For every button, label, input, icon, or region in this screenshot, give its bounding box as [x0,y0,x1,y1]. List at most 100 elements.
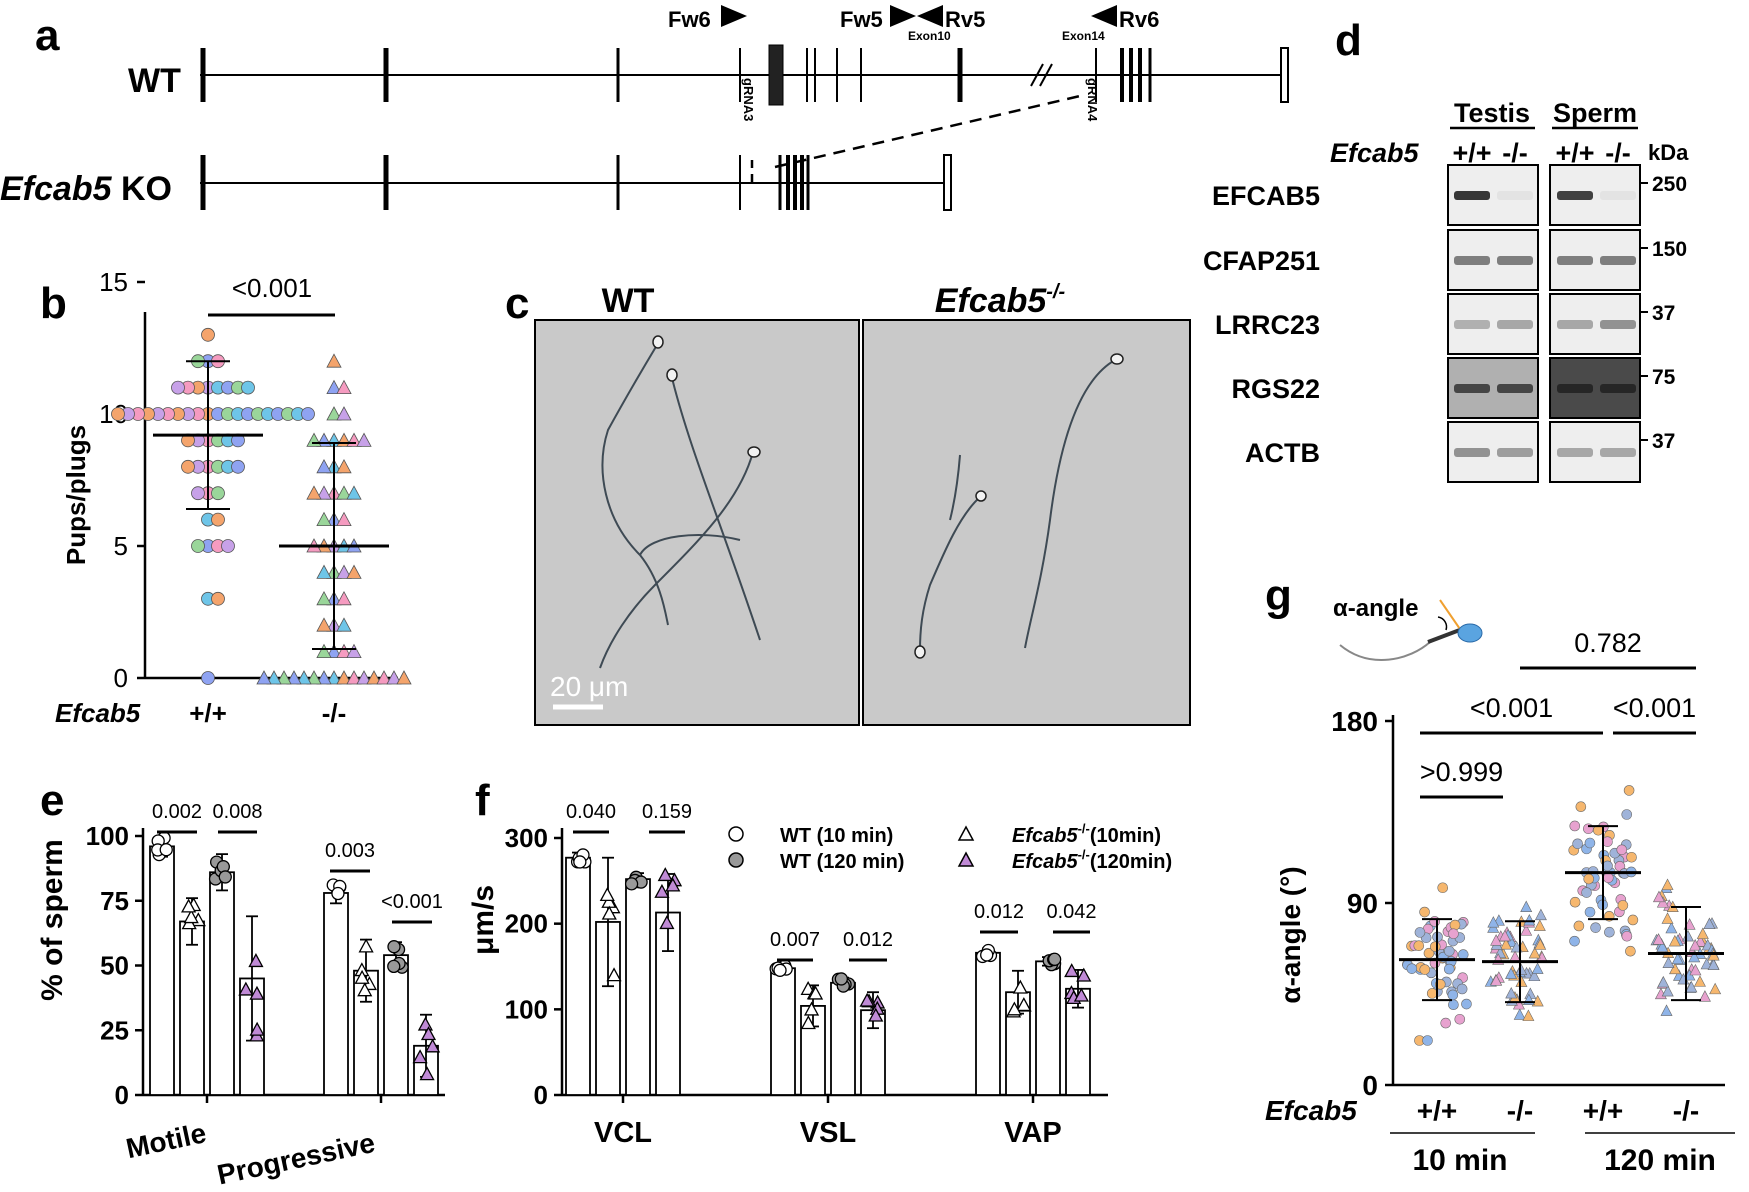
ko-suffix: KO [112,170,172,208]
d-band [1497,448,1533,457]
d-sperm-label: Sperm [1553,98,1637,128]
e-point [218,870,232,884]
panel-b-letter: b [40,279,67,328]
g-y-axis-label: α-angle (°) [1275,866,1306,1003]
d-band [1600,384,1636,393]
ko-exons [200,154,952,211]
d-blot-testis [1447,421,1539,483]
panel-b: b <0.001 051015 Pups/plugs Efcab5 +/+ -/… [40,267,412,728]
b-point [326,406,342,421]
d-band [1600,191,1636,200]
b-point [306,670,322,685]
e-p-value: 0.003 [325,840,375,862]
grna3-label: gRNA3 [741,78,756,121]
d-lane-3: +/+ [1555,138,1594,168]
e-bar [383,954,409,1096]
g-point [1693,975,1706,987]
legend-ko10-marker [957,825,975,841]
b-point [346,485,362,500]
f-category-label: VSL [800,1117,856,1149]
f-p-value: 0.007 [770,929,820,951]
d-marker-label: 37 [1652,302,1675,325]
b-point [336,485,352,500]
b-point [201,327,215,342]
d-band [1557,384,1593,393]
e-point [249,1021,265,1036]
d-band [1497,384,1533,393]
g-point [1531,994,1544,1007]
f-point [624,877,639,891]
e-point [181,898,197,913]
rv5-arrow [917,5,943,27]
g-point [1584,906,1596,918]
g-point [1581,887,1592,898]
b-point [256,670,272,685]
g-point [1572,838,1583,850]
b-point [316,485,332,500]
b-point [386,670,402,685]
d-band [1454,384,1490,393]
e-p-value: 0.008 [212,801,262,823]
d-band [1497,320,1533,329]
b-y-axis-label: Pups/plugs [61,425,91,565]
d-protein-label: CFAP251 [1203,246,1320,276]
f-p-value: 0.012 [843,929,893,951]
g-point [1707,958,1720,970]
c-ko-gene: Efcab5 [935,282,1048,320]
ko-deletion-dash-long [774,94,1081,169]
b-cat-wt: +/+ [189,698,227,728]
panel-d-letter: d [1335,16,1362,65]
g-point [1656,940,1669,952]
g-point [1681,929,1694,942]
g-point [1531,962,1544,974]
f-category-label: VAP [1004,1117,1061,1149]
g-point [1523,913,1536,926]
g-point [1443,963,1455,975]
e-point [159,843,173,857]
g-point [1534,938,1547,950]
b-point [211,486,225,501]
g-point [1437,882,1449,894]
d-kda-label: kDa [1648,140,1689,165]
b-points [111,327,412,685]
f-point [606,967,622,982]
e-point [183,909,199,924]
wt-exons [200,44,1289,106]
g-category-label: -/- [1673,1095,1699,1126]
g-point [1573,920,1585,932]
g-point [1569,935,1580,947]
g-point [1522,1009,1535,1021]
g-point [1657,975,1670,988]
g-point [1623,785,1635,796]
wt-label: WT [128,62,181,100]
e-bars [149,831,441,1103]
g-point [1520,900,1533,913]
g-point [1515,975,1528,987]
b-point [276,670,292,685]
e-point [425,1038,441,1053]
f-bar [1035,960,1061,1096]
g-point [1584,837,1596,849]
g-categories: +/+-/-+/+-/- [1417,1095,1699,1126]
b-y-tick-label: 15 [99,267,128,297]
f-point [659,915,675,930]
panel-d: d Testis Sperm Efcab5 +/+ -/- +/+ -/- kD… [1203,16,1689,483]
g-p-value: 0.782 [1574,628,1642,658]
f-point [599,887,615,902]
g-point [1689,939,1702,951]
e-y-axis-label: % of sperm [36,839,69,1001]
g-point [1513,1008,1526,1020]
fw6-arrow [721,5,747,27]
e-cat-progressive: Progressive [214,1127,377,1191]
g-point [1528,946,1541,959]
b-point [346,643,362,658]
f-p-value: 0.012 [974,901,1024,923]
g-point [1490,934,1503,946]
f-y-tick-label: 0 [534,1080,548,1110]
f-bar [655,911,681,1096]
legend-wt10-marker [728,826,744,842]
g-point [1461,998,1472,1010]
e-p-value: <0.001 [381,891,443,913]
